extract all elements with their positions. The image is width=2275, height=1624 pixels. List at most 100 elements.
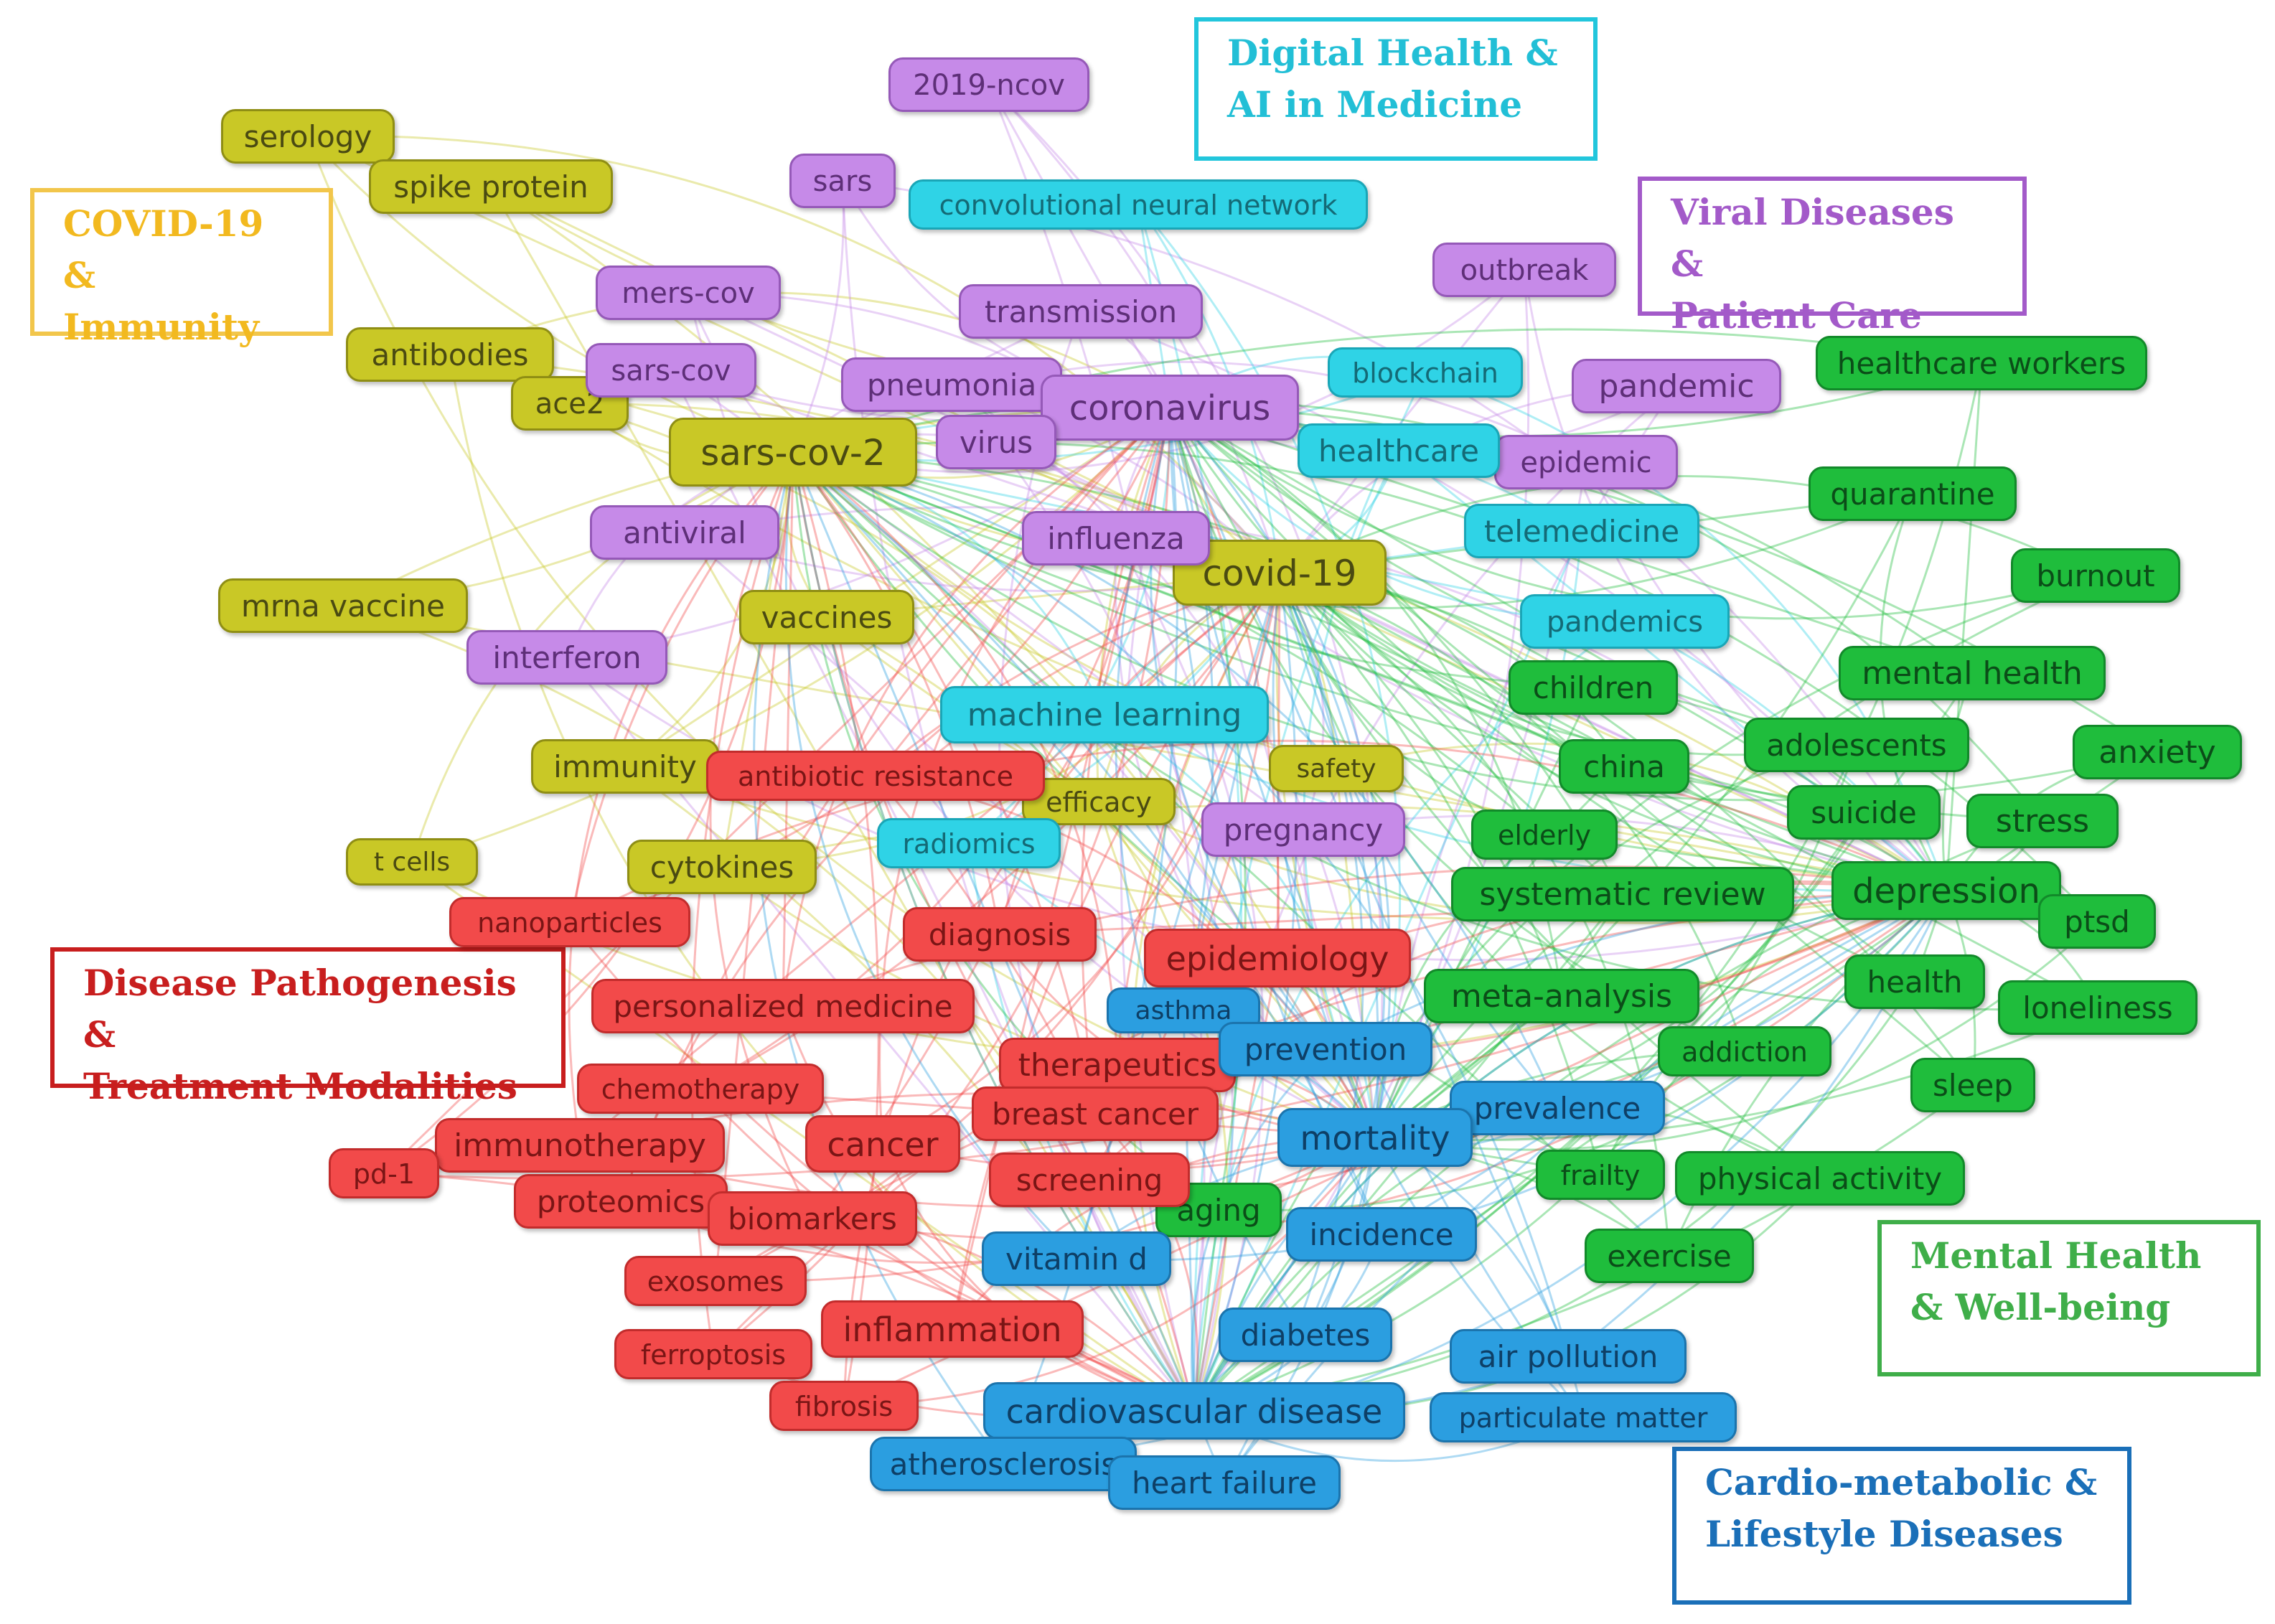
keyword-pandemic: pandemic <box>1572 359 1781 413</box>
keyword-antibiotic-resistance: antibiotic resistance <box>706 751 1045 801</box>
network-link <box>1278 572 1821 1180</box>
keyword-spike-protein: spike protein <box>369 159 613 214</box>
network-link <box>449 354 1195 1412</box>
keyword-machine-learning: machine learning <box>940 686 1269 743</box>
keyword-adolescents: adolescents <box>1744 718 1969 772</box>
network-link <box>1278 572 1559 1109</box>
keyword-mrna-vaccine: mrna vaccine <box>218 578 468 633</box>
keyword-sars-cov: sars-cov <box>586 343 756 398</box>
network-link <box>792 451 1913 609</box>
keyword-pd-1: pd-1 <box>329 1148 439 1198</box>
keyword-convolutional-neural-network: convolutional neural network <box>909 179 1368 230</box>
keyword-children: children <box>1509 660 1678 715</box>
network-link <box>1168 407 1280 959</box>
keyword-chemotherapy: chemotherapy <box>577 1064 824 1114</box>
keyword-mental-health: mental health <box>1839 646 2106 700</box>
keyword-influenza: influenza <box>1022 511 1210 565</box>
keyword-frailty: frailty <box>1536 1150 1665 1200</box>
keyword-china: china <box>1559 739 1689 794</box>
network-link <box>1945 362 1983 891</box>
network-link <box>1193 1136 1376 1412</box>
keyword-mers-cov: mers-cov <box>596 266 781 320</box>
keyword-cytokines: cytokines <box>627 840 817 894</box>
keyword-safety: safety <box>1269 745 1404 792</box>
cluster-label-disease-pathogenesis: Disease Pathogenesis & Treatment Modalit… <box>50 947 566 1107</box>
keyword-cancer: cancer <box>805 1115 960 1173</box>
network-link <box>411 451 794 863</box>
network-link <box>1193 889 1947 1412</box>
network-link <box>1374 269 1530 1138</box>
network-link <box>1278 571 1563 997</box>
keyword-epidemic: epidemic <box>1494 435 1678 489</box>
network-link <box>721 451 794 868</box>
network-link <box>579 889 1947 1208</box>
keyword-incidence: incidence <box>1286 1207 1477 1262</box>
keyword-epidemiology: epidemiology <box>1144 929 1411 987</box>
network-link <box>988 84 1171 408</box>
network-link <box>449 291 1171 409</box>
keyword-efficacy: efficacy <box>1022 778 1176 825</box>
keyword-diagnosis: diagnosis <box>903 907 1097 962</box>
cluster-label-viral-diseases: Viral Diseases & Patient Care <box>1638 177 2027 337</box>
network-link <box>1193 572 1298 1412</box>
keyword-antiviral: antiviral <box>590 505 779 560</box>
network-link <box>1193 889 1947 1412</box>
keyword-asthma: asthma <box>1107 987 1260 1033</box>
keyword-therapeutics: therapeutics <box>999 1038 1236 1092</box>
keyword-burnout: burnout <box>2011 548 2180 603</box>
network-link <box>1374 574 2096 1138</box>
keyword-healthcare: healthcare <box>1298 423 1500 478</box>
keyword-ace2: ace2 <box>511 376 629 431</box>
keyword-suicide: suicide <box>1787 785 1941 840</box>
network-link <box>951 383 1947 892</box>
network-link <box>995 441 1234 1412</box>
network-link <box>1279 571 1864 814</box>
network-link <box>1279 571 2098 1009</box>
network-link <box>784 451 1078 1260</box>
network-link <box>792 398 1973 675</box>
keyword-diabetes: diabetes <box>1219 1308 1392 1362</box>
keyword-health: health <box>1844 954 1985 1009</box>
network-link <box>1279 475 2096 577</box>
network-link <box>624 406 1171 768</box>
cluster-label-digital-health: Digital Health & AI in Medicine <box>1194 17 1598 161</box>
network-link <box>307 134 1281 573</box>
network-link <box>1193 372 1427 1412</box>
network-link <box>411 406 1171 863</box>
keyword-air-pollution: air pollution <box>1450 1329 1687 1384</box>
keyword-physical-activity: physical activity <box>1675 1151 1965 1206</box>
network-link <box>1374 833 1545 1138</box>
network-link <box>792 451 1625 768</box>
keyword-screening: screening <box>989 1153 1190 1207</box>
keyword-exosomes: exosomes <box>624 1256 807 1306</box>
keyword-coronavirus: coronavirus <box>1041 375 1299 441</box>
network-link <box>1278 269 1526 573</box>
keyword-elderly: elderly <box>1471 809 1618 860</box>
keyword-heart-failure: heart failure <box>1108 1455 1341 1510</box>
keyword-t-cells: t cells <box>346 838 478 886</box>
keyword-healthcare-workers: healthcare workers <box>1816 336 2147 390</box>
network-link <box>1081 407 1171 1114</box>
keyword-systematic-review: systematic review <box>1451 867 1794 921</box>
network-link <box>1374 1006 2098 1142</box>
keyword-breast-cancer: breast cancer <box>972 1086 1219 1141</box>
cluster-label-cardio-metabolic: Cardio-metabolic & Lifestyle Diseases <box>1672 1447 2131 1605</box>
keyword-loneliness: loneliness <box>1998 980 2197 1035</box>
keyword-sleep: sleep <box>1910 1058 2035 1112</box>
network-link <box>792 451 1594 689</box>
network-link <box>1168 407 1947 892</box>
keyword-biomarkers: biomarkers <box>708 1191 917 1246</box>
network-link <box>1097 801 1229 1412</box>
keyword-prevalence: prevalence <box>1450 1081 1665 1135</box>
keyword-fibrosis: fibrosis <box>769 1381 919 1431</box>
network-link <box>792 451 1304 831</box>
keyword-sars-cov-2: sars-cov-2 <box>669 418 917 487</box>
keyword-cardiovascular-disease: cardiovascular disease <box>983 1382 1405 1440</box>
network-link <box>1302 829 1376 1138</box>
keyword-ptsd: ptsd <box>2038 894 2156 949</box>
keyword-inflammation: inflammation <box>821 1300 1084 1358</box>
keyword-personalized-medicine: personalized medicine <box>591 979 975 1033</box>
network-link <box>1223 889 1947 1483</box>
network-link <box>1096 407 1171 802</box>
